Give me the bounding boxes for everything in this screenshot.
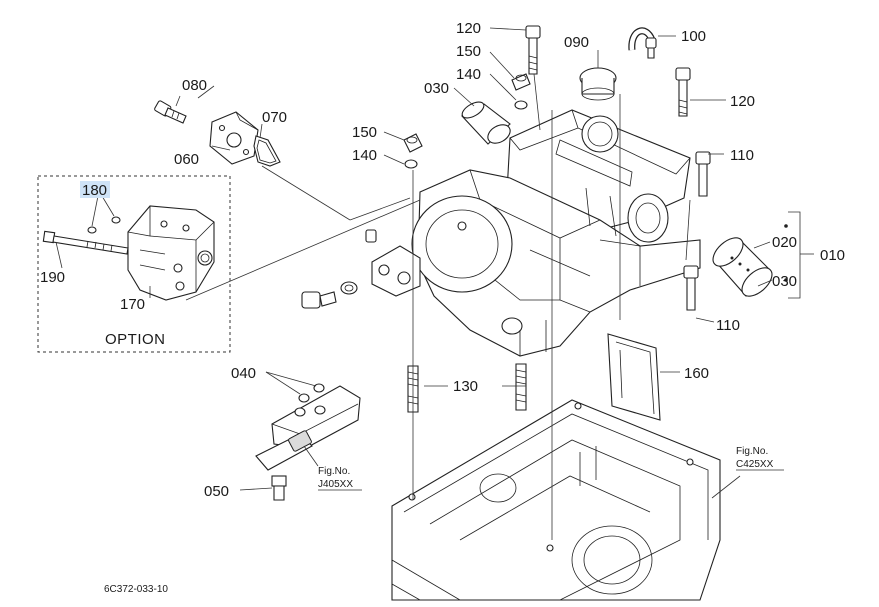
washer-150-left bbox=[403, 133, 423, 153]
option-valve-body bbox=[127, 205, 215, 301]
callout-190: 190 bbox=[40, 269, 65, 286]
bolt-120-top bbox=[525, 25, 541, 75]
callout-180-highlight bbox=[80, 181, 110, 198]
plate-160 bbox=[607, 333, 661, 421]
bushing-020-030-right bbox=[712, 237, 773, 297]
fig-ref-c-code: C425XX bbox=[736, 459, 774, 470]
option-o-ring-1 bbox=[87, 226, 97, 234]
option-label: OPTION bbox=[105, 331, 166, 348]
lock-washer-140-top bbox=[514, 100, 528, 110]
breather-pipe-100 bbox=[628, 27, 657, 59]
callout-110-upper: 110 bbox=[730, 147, 754, 164]
lever-assembly bbox=[255, 383, 361, 471]
drain-plug bbox=[301, 291, 337, 309]
callout-030-top: 030 bbox=[424, 80, 449, 97]
callout-050: 050 bbox=[204, 483, 229, 500]
stud-130-right bbox=[515, 363, 527, 411]
fig-ref-c-prefix: Fig.No. bbox=[736, 446, 768, 457]
transmission-case bbox=[391, 399, 721, 601]
callout-100: 100 bbox=[681, 28, 706, 45]
callout-060: 060 bbox=[174, 151, 199, 168]
bushing-030-top bbox=[461, 101, 511, 145]
callout-150-top: 150 bbox=[456, 43, 481, 60]
callout-110-lower: 110 bbox=[716, 317, 740, 334]
fig-ref-j-code: J405XX bbox=[318, 479, 353, 490]
callout-170: 170 bbox=[120, 296, 145, 313]
sealing-washer bbox=[340, 281, 358, 295]
bolt-120-right bbox=[675, 67, 691, 117]
grease-nipple bbox=[365, 229, 377, 243]
option-bolt bbox=[42, 230, 129, 255]
fitting-050 bbox=[271, 475, 287, 501]
callout-020: 020 bbox=[772, 234, 797, 251]
flange-060 bbox=[209, 111, 259, 165]
fig-ref-j-prefix: Fig.No. bbox=[318, 466, 350, 477]
callout-030-right: 030 bbox=[772, 273, 797, 290]
callout-150-left: 150 bbox=[352, 124, 377, 141]
bolt-110-upper bbox=[695, 151, 711, 197]
leader-lines bbox=[55, 27, 814, 540]
callout-080: 080 bbox=[182, 77, 207, 94]
plug-090 bbox=[579, 67, 617, 101]
callout-090: 090 bbox=[564, 34, 589, 51]
callout-160: 160 bbox=[684, 365, 709, 382]
callout-130: 130 bbox=[453, 378, 478, 395]
option-o-ring-2 bbox=[111, 216, 121, 224]
callout-120-right: 120 bbox=[730, 93, 755, 110]
sealing-washer-inner bbox=[344, 284, 354, 292]
callout-180: 180 bbox=[82, 182, 107, 199]
gasket-070 bbox=[253, 135, 281, 167]
drawing-code: 6C372-033-10 bbox=[104, 584, 168, 595]
bolt-110-lower bbox=[683, 265, 699, 311]
banjo-bolt-080 bbox=[154, 100, 187, 124]
option-box bbox=[37, 175, 231, 353]
callout-040: 040 bbox=[231, 365, 256, 382]
callout-120-top: 120 bbox=[456, 20, 481, 37]
callout-140-left: 140 bbox=[352, 147, 377, 164]
washer-150-top bbox=[511, 73, 531, 91]
callout-070: 070 bbox=[262, 109, 287, 126]
lock-washer-140-left bbox=[404, 159, 418, 169]
callout-010: 010 bbox=[820, 247, 845, 264]
callout-140-top: 140 bbox=[456, 66, 481, 83]
